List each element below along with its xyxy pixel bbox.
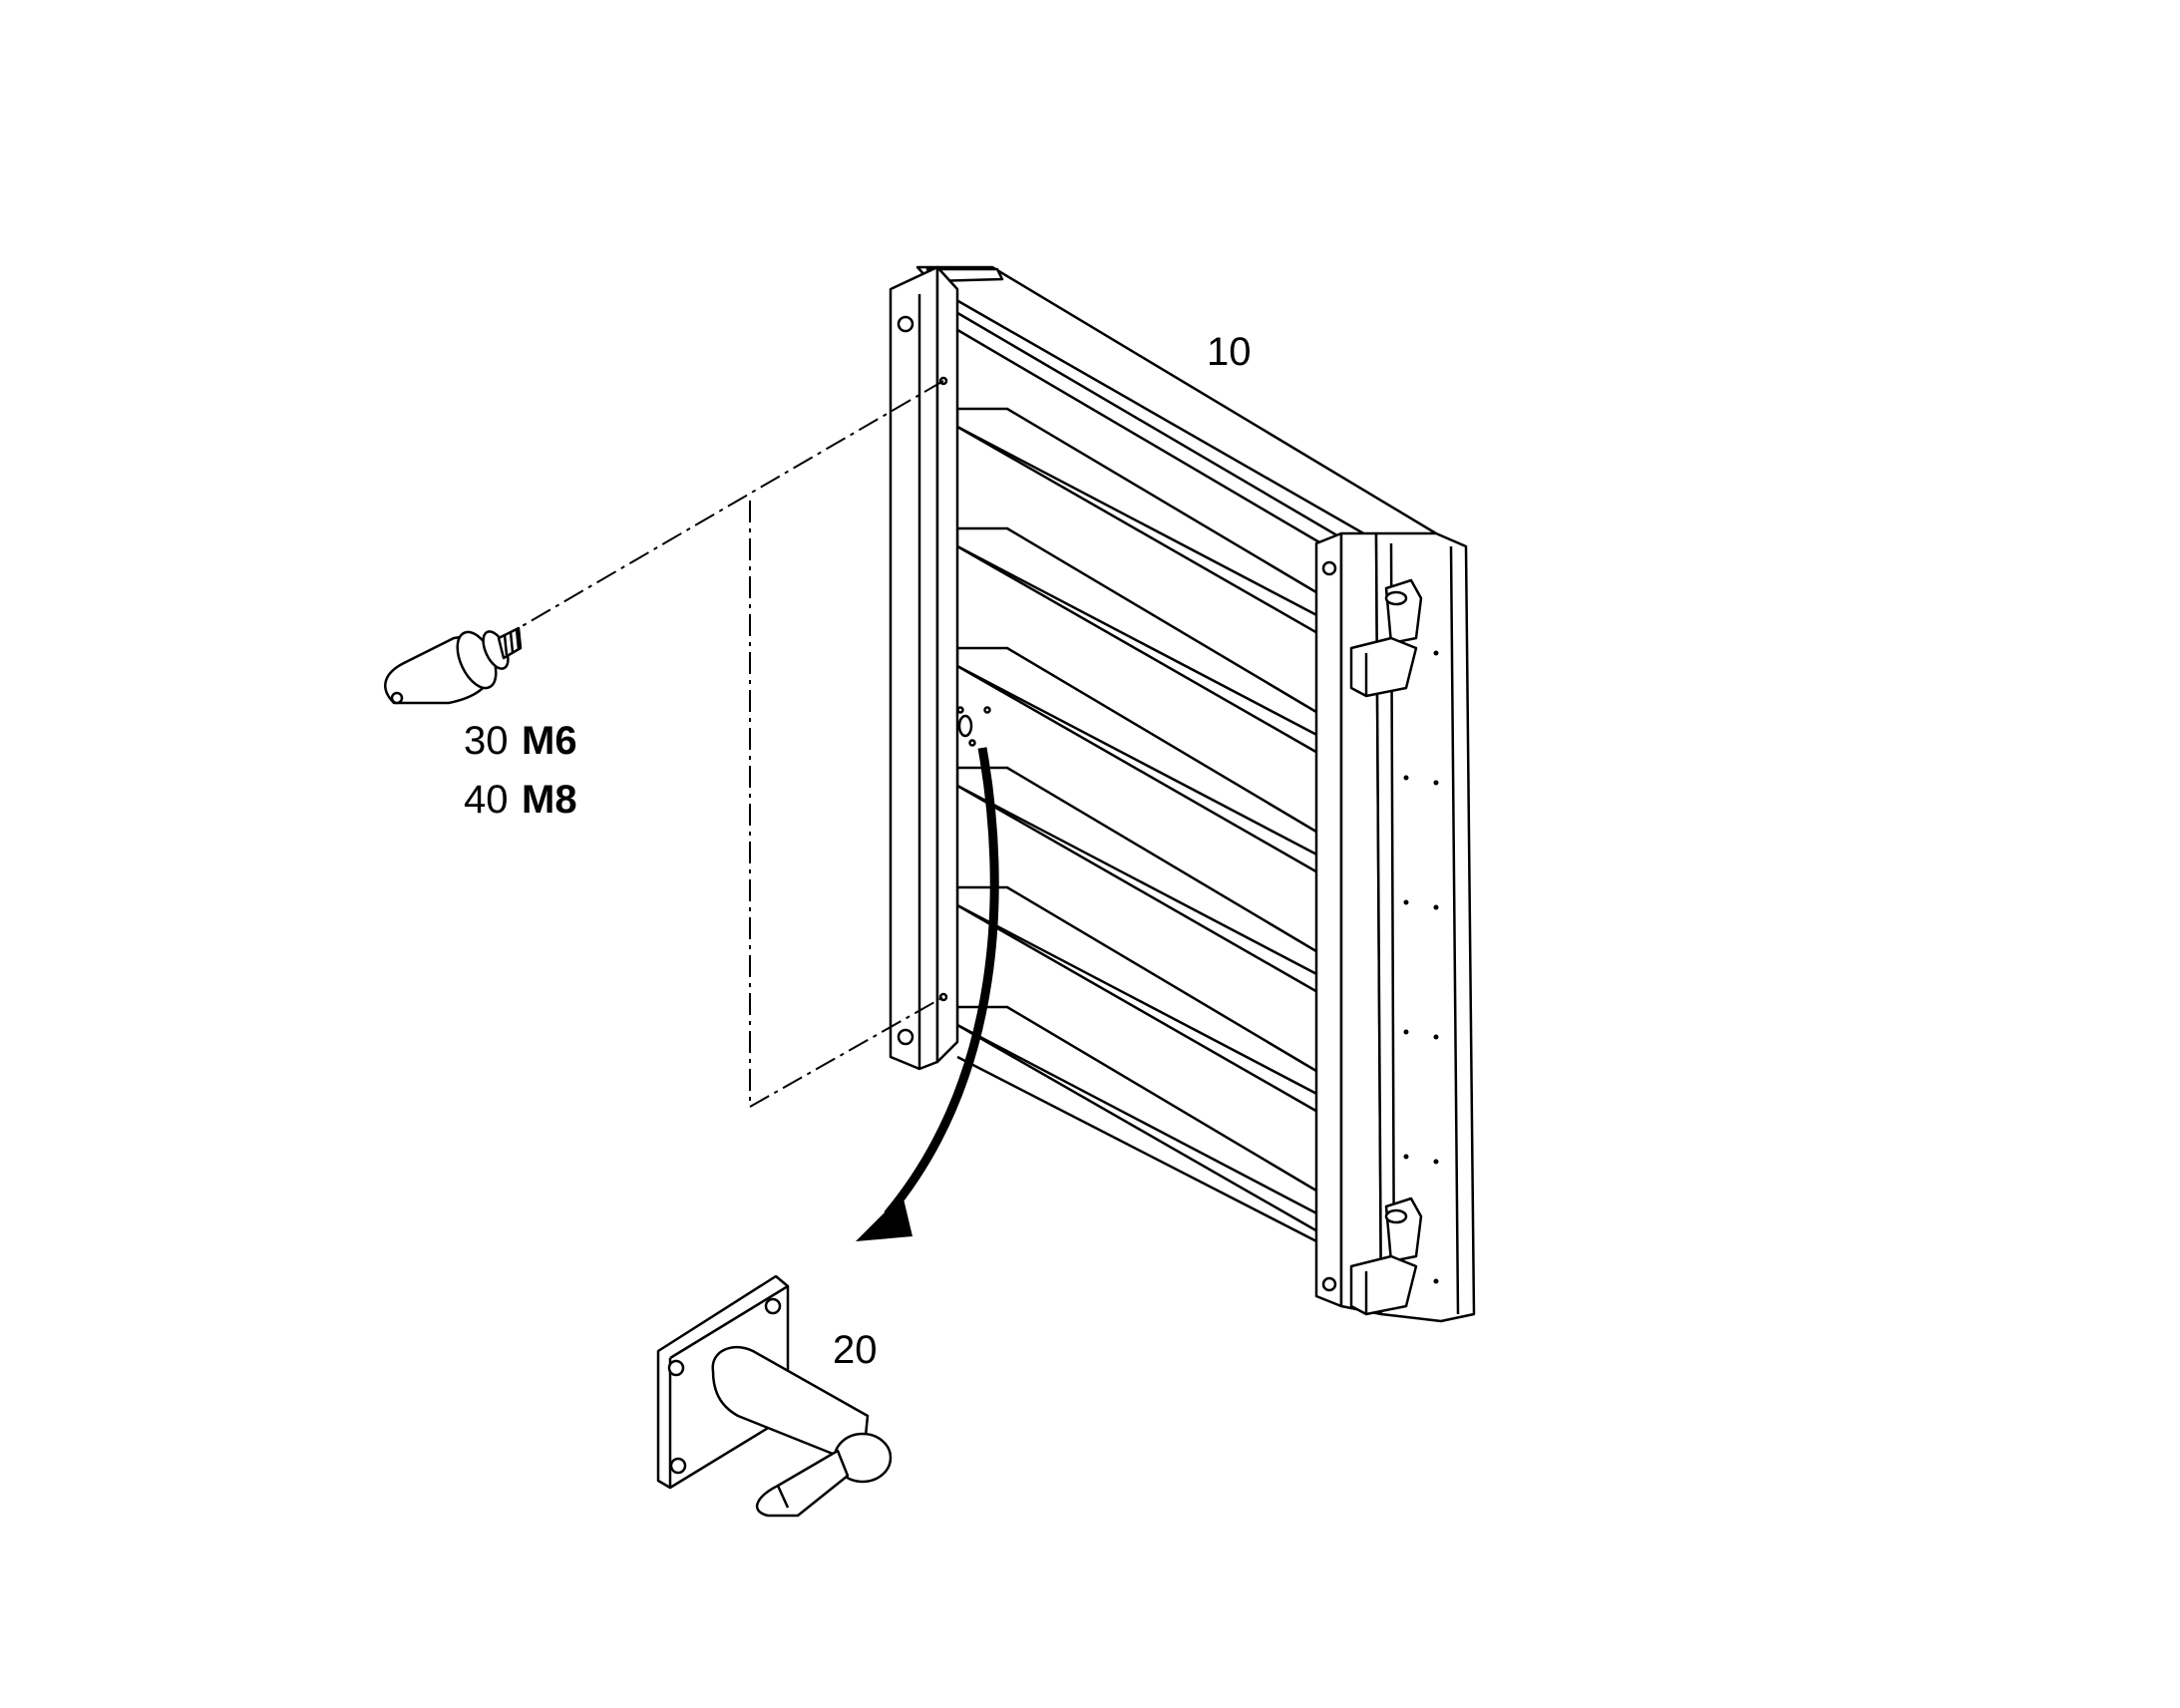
frame-assembly: [889, 265, 1476, 1323]
top-rail-edge-inner: [941, 319, 1327, 548]
upper-latch: [1349, 578, 1423, 698]
bracket-hole: [957, 714, 973, 738]
label-item-40-size: M8: [522, 778, 577, 822]
bumper-screw: [384, 626, 523, 705]
left-post-hole-bottom: [897, 1028, 914, 1046]
right-post-hole-bottom: [1321, 1276, 1337, 1292]
bracket-plate-edge: [669, 1284, 789, 1360]
bracket-hole-small: [956, 706, 964, 714]
louvre-slat-edge: [956, 784, 1327, 999]
bracket-hole-small: [983, 706, 991, 714]
right-post-holes: [1403, 645, 1439, 1284]
louvre-slat-edge: [956, 544, 1327, 760]
bracket-hole: [764, 1297, 782, 1315]
bracket-handle: [656, 1274, 893, 1518]
right-post-hole-top: [1321, 560, 1337, 576]
louvre-slat-edge: [956, 1023, 1327, 1238]
right-post-back: [1374, 531, 1476, 1323]
bracket-hole: [669, 1457, 687, 1475]
label-item-30-size: M6: [522, 719, 577, 763]
arrow-head: [856, 1195, 912, 1241]
louvre-slat-edge: [956, 425, 1327, 640]
label-item-10: 10: [1207, 330, 1252, 374]
left-post: [889, 265, 939, 1071]
arrow-shaft: [884, 747, 999, 1217]
handle-lever: [755, 1449, 850, 1518]
curved-arrow: [856, 747, 999, 1241]
right-post: [1314, 531, 1343, 1308]
label-item-40: 40: [464, 778, 509, 822]
right-post-edge: [1449, 545, 1460, 1315]
louvre-slat-edge: [956, 664, 1327, 879]
bracket-shaft: [711, 1345, 870, 1468]
leader-line-top: [518, 380, 944, 629]
louvre-slat: [955, 1005, 1328, 1220]
bracket-hole: [667, 1359, 685, 1377]
label-item-20: 20: [833, 1328, 878, 1372]
louvre-slat: [955, 766, 1328, 981]
louvre-slats: [955, 407, 1328, 1238]
louvre-slat-edge: [956, 903, 1327, 1119]
lower-latch: [1349, 1196, 1423, 1316]
louvre-slat: [955, 526, 1328, 742]
bottom-rail-edge: [956, 1055, 1327, 1248]
left-post-hole-top: [897, 315, 914, 333]
louvre-slat: [955, 885, 1328, 1101]
top-rail-edge: [941, 302, 1377, 560]
bumper-tip: [390, 691, 404, 705]
top-rail: [915, 265, 1438, 548]
bracket-hole-small: [968, 739, 976, 747]
left-post-flange: [935, 265, 959, 1064]
leader-lines: [518, 380, 944, 1108]
label-item-30: 30: [464, 719, 509, 763]
louvre-slat: [955, 646, 1328, 861]
